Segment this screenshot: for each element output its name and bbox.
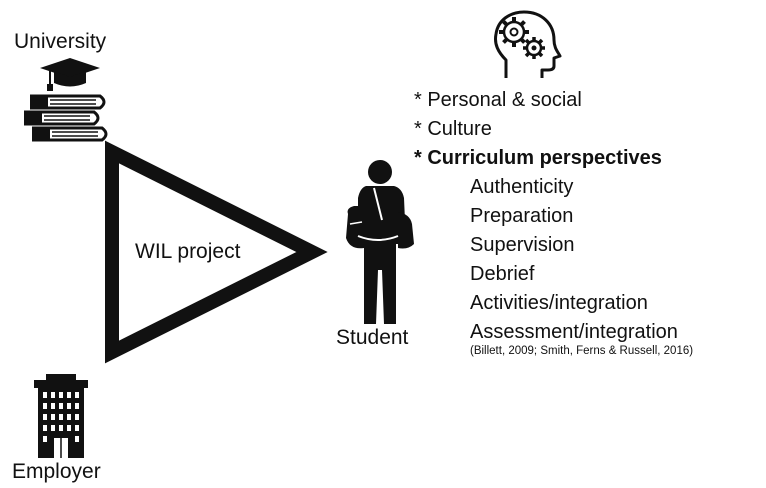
student-with-backpack-icon [346,160,414,324]
factor-culture: * Culture [414,118,492,140]
sub-item-authenticity: Authenticity [470,176,574,198]
employer-label: Employer [12,460,101,483]
head-with-gears-icon [494,10,562,78]
wil-triangle [105,140,328,364]
sub-item-preparation: Preparation [470,205,574,227]
factor-list: * Personal & social * Culture * Curricul… [414,86,693,357]
office-building-icon [34,374,88,458]
sub-item-debrief: Debrief [470,263,535,285]
sub-item-assessment-integration: Assessment/integration [470,321,678,343]
sub-item-supervision: Supervision [470,234,575,256]
books-graduation-cap-icon [24,58,108,142]
factor-personal-social: * Personal & social [414,89,582,111]
factor-curriculum-perspectives: * Curriculum perspectives [414,147,662,169]
university-label: University [14,30,107,53]
student-label: Student [336,326,409,349]
sub-item-activities-integration: Activities/integration [470,292,648,314]
wil-project-label: WIL project [135,240,241,263]
citation: (Billett, 2009; Smith, Ferns & Russell, … [470,345,694,357]
